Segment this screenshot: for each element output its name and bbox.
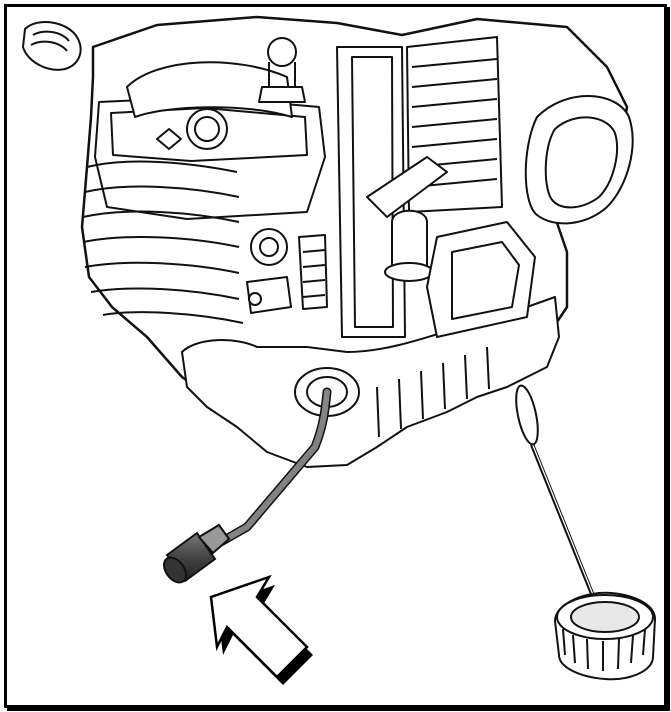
pointer-arrow [209, 574, 313, 685]
fuel-tank [181, 296, 560, 468]
fuel-cap [553, 591, 657, 681]
figure-frame [4, 4, 667, 708]
fuel-filter [163, 523, 231, 584]
engine-illustration [22, 15, 657, 685]
engine-housing [22, 15, 634, 468]
hook-wire [515, 384, 605, 620]
